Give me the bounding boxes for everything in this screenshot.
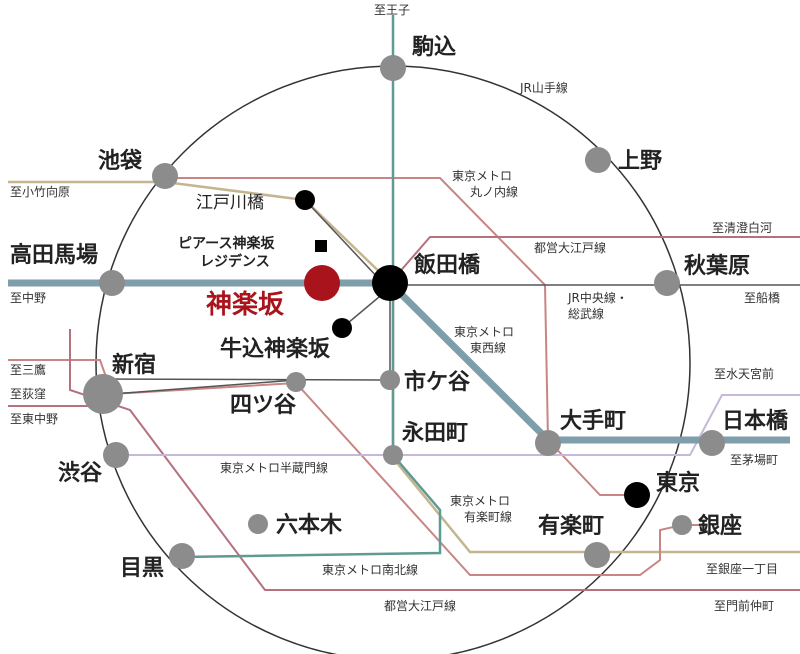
station-shinjuku[interactable]: [83, 374, 123, 414]
station-nagatacho[interactable]: [383, 445, 403, 465]
label-ichigaya: 市ケ谷: [404, 369, 471, 395]
line-chuo-1: JR中央線・: [567, 290, 628, 305]
station-yurakucho[interactable]: [584, 542, 610, 568]
station-ueno[interactable]: [585, 147, 611, 173]
dest-mitaka: 至三鷹: [10, 362, 46, 377]
station-komagome[interactable]: [380, 55, 406, 81]
label-kagurazaka: 神楽坂: [206, 290, 285, 320]
dest-suitengumae: 至水天宮前: [714, 366, 774, 381]
label-yurakucho: 有楽町: [538, 513, 604, 539]
label-edogawabashi: 江戸川橋: [196, 193, 264, 213]
dest-ogikubo: 至荻窪: [10, 386, 46, 401]
line-chuo-2: 総武線: [568, 306, 604, 321]
dest-kotake: 至小竹向原: [10, 184, 70, 199]
oedo-line: [69, 329, 800, 591]
station-meguro[interactable]: [169, 543, 195, 569]
station-yotsuya[interactable]: [286, 372, 306, 392]
property-name-1: ピアース神楽坂: [178, 235, 275, 252]
station-iidabashi[interactable]: [372, 265, 408, 301]
label-ueno: 上野: [618, 149, 662, 174]
line-oedo-bottom: 都営大江戸線: [384, 598, 456, 613]
station-akihabara[interactable]: [654, 270, 680, 296]
hanzomon-line: [115, 394, 800, 456]
line-hanzomon: 東京メトロ半蔵門線: [220, 460, 328, 475]
station-roppongi[interactable]: [248, 514, 268, 534]
chuo-branch: [111, 379, 297, 395]
property-marker: [315, 240, 327, 252]
label-yotsuya: 四ツ谷: [230, 393, 297, 418]
label-nihonbashi: 日本橋: [722, 409, 789, 434]
dest-oji: 至王子: [374, 3, 410, 17]
station-takadanobaba[interactable]: [99, 270, 125, 296]
dest-funabashi: 至船橋: [744, 291, 780, 305]
dest-ginza1: 至銀座一丁目: [706, 561, 778, 576]
label-ushigome: 牛込神楽坂: [220, 336, 331, 362]
sasaki: [304, 199, 381, 281]
station-nihonbashi[interactable]: [699, 430, 725, 456]
jr-chuo-line: [99, 284, 800, 381]
stations: [83, 55, 725, 569]
line-marunouchi-2: 丸ノ内線: [470, 184, 518, 199]
label-otemachi: 大手町: [560, 409, 626, 434]
label-ikebukuro: 池袋: [98, 148, 143, 174]
station-ikebukuro[interactable]: [152, 163, 178, 189]
line-tozai-1: 東京メトロ: [454, 325, 514, 339]
label-shinjuku: 新宿: [112, 352, 156, 378]
line-yurakucho-1: 東京メトロ: [450, 494, 510, 508]
line-namboku: 東京メトロ南北線: [322, 562, 418, 577]
dest-monzen: 至門前仲町: [714, 598, 774, 613]
station-otemachi[interactable]: [535, 430, 561, 456]
tozai-line: [8, 279, 790, 444]
label-shibuya: 渋谷: [58, 460, 103, 486]
line-marunouchi-1: 東京メトロ: [452, 169, 512, 183]
label-komagome: 駒込: [412, 34, 456, 60]
line-tozai-2: 東西線: [470, 340, 506, 355]
label-meguro: 目黒: [120, 556, 164, 581]
station-shibuya[interactable]: [103, 442, 129, 468]
dest-nakano: 至中野: [10, 290, 46, 305]
label-takadanobaba: 高田馬場: [10, 242, 98, 268]
station-tokyo[interactable]: [624, 482, 650, 508]
label-ginza: 銀座: [698, 513, 742, 539]
label-nagatacho: 永田町: [402, 420, 468, 446]
label-akihabara: 秋葉原: [684, 254, 750, 279]
dest-higashinakano: 至東中野: [10, 411, 58, 426]
line-yurakucho-2: 有楽町線: [464, 509, 512, 524]
dest-kayabacho: 至茅場町: [730, 453, 778, 467]
line-yamanote: JR山手線: [519, 80, 568, 95]
station-edogawabashi[interactable]: [295, 190, 315, 210]
station-ichigaya[interactable]: [380, 370, 400, 390]
namboku-line: [181, 15, 442, 559]
label-iidabashi: 飯田橋: [413, 252, 481, 278]
label-tokyo: 東京: [656, 470, 700, 496]
station-ginza[interactable]: [672, 515, 692, 535]
property-name-2: レジデンス: [200, 253, 270, 270]
station-ushigome-kagurazaka[interactable]: [332, 318, 352, 338]
label-roppongi: 六本木: [276, 513, 343, 538]
oedo-line-top: [389, 236, 800, 284]
dest-kiyosumi: 至清澄白河: [712, 220, 772, 235]
station-kagurazaka[interactable]: [304, 265, 340, 301]
line-oedo-top: 都営大江戸線: [534, 240, 606, 255]
